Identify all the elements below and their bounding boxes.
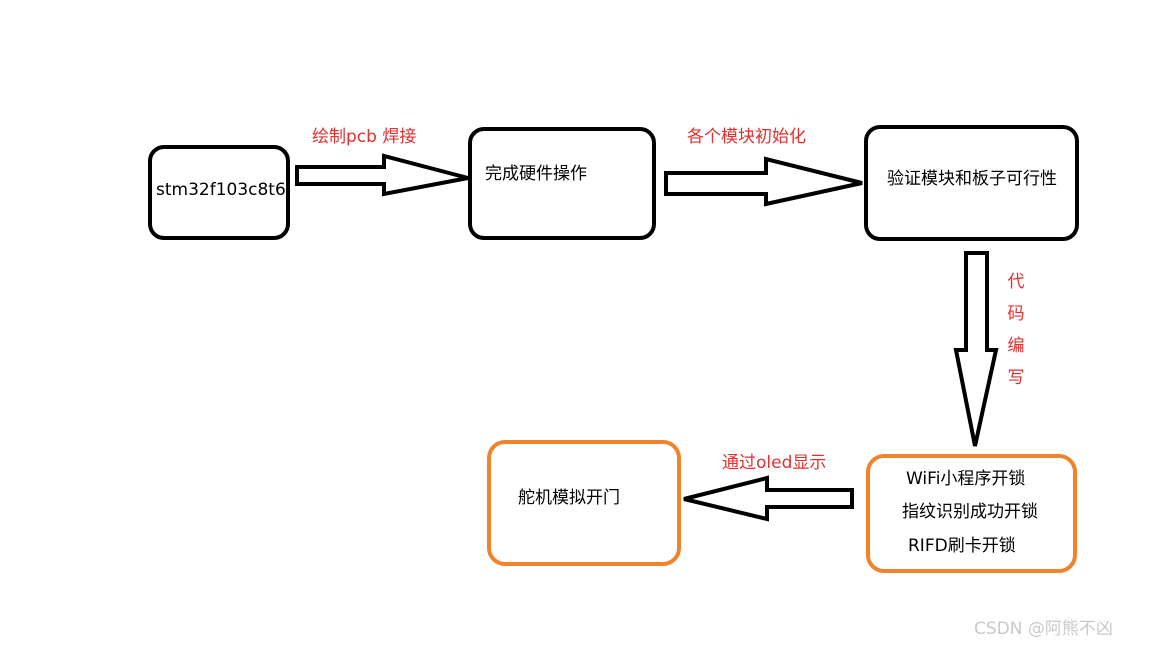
edge-label-init: 各个模块初始化	[687, 127, 806, 147]
node-hardware: 完成硬件操作	[468, 127, 656, 240]
unlock-method-rfid: RIFD刷卡开锁	[908, 536, 1016, 556]
edge-label-coding: 代 码 编 写	[1006, 266, 1026, 394]
edge-label-coding-char: 编	[1007, 336, 1025, 356]
edge-label-coding-char: 代	[1007, 272, 1025, 292]
arrow-hardware-to-verify	[664, 156, 863, 207]
unlock-method-wifi: WiFi小程序开锁	[906, 469, 1026, 489]
arrow-mcu-to-hardware	[295, 153, 469, 197]
node-mcu-label: stm32f103c8t6	[156, 180, 286, 200]
arrow-verify-to-unlock	[953, 251, 999, 447]
edge-label-coding-char: 写	[1007, 368, 1025, 388]
watermark: CSDN @阿熊不凶	[974, 619, 1113, 639]
edge-label-coding-char: 码	[1007, 304, 1025, 324]
unlock-method-fingerprint: 指纹识别成功开锁	[902, 502, 1038, 522]
node-servo-label: 舵机模拟开门	[518, 488, 620, 508]
arrow-unlock-to-servo	[683, 475, 854, 522]
edge-label-pcb: 绘制pcb 焊接	[312, 127, 417, 147]
edge-label-oled: 通过oled显示	[722, 453, 827, 473]
node-hardware-label: 完成硬件操作	[485, 164, 587, 184]
node-verify: 验证模块和板子可行性	[864, 125, 1079, 241]
node-verify-label: 验证模块和板子可行性	[887, 169, 1057, 189]
node-mcu: stm32f103c8t6	[148, 145, 290, 240]
node-servo: 舵机模拟开门	[487, 440, 681, 566]
node-unlock-methods: WiFi小程序开锁 指纹识别成功开锁 RIFD刷卡开锁	[866, 454, 1077, 573]
